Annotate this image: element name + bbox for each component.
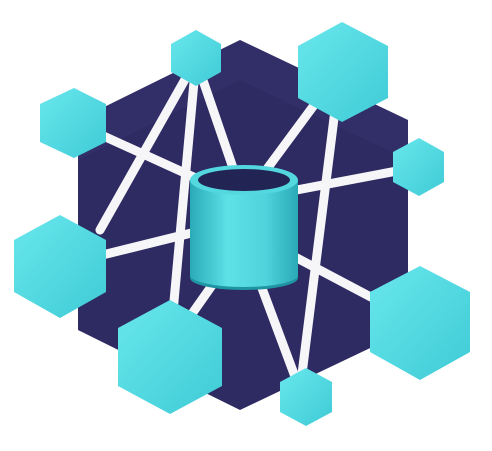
database-body — [190, 180, 298, 290]
database-top — [198, 169, 290, 191]
hexagon-node-bottom — [280, 368, 332, 426]
hexagon-node-left — [40, 88, 106, 158]
database-icon — [190, 165, 298, 290]
hexagon-nodes — [14, 22, 470, 426]
hexagon-node-right — [393, 138, 444, 196]
hexagon-node-left-large — [14, 215, 106, 318]
hexagon-node-bottom-right — [370, 266, 470, 380]
hexagon-node-bottom-left — [118, 300, 222, 414]
hexagon-node-top — [171, 30, 221, 86]
hexagon-node-top-right — [298, 22, 388, 122]
